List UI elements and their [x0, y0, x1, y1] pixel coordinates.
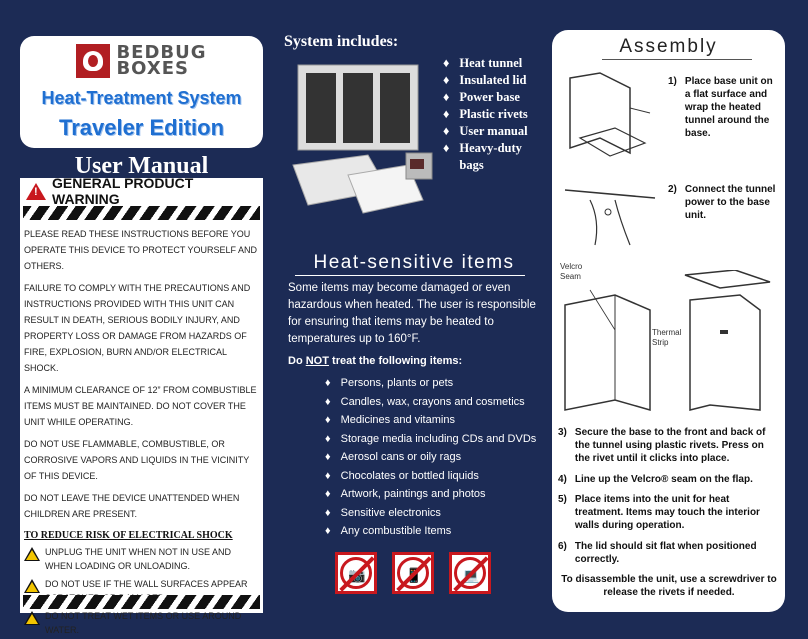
list-item: ♦Insulated lid — [443, 73, 527, 87]
assembly-step-6: 6)The lid should sit flat when positione… — [558, 541, 757, 565]
assembly-card: Assembly 1)Place base unit on a flat sur… — [552, 30, 785, 612]
warning-paragraphs: PLEASE READ THESE INSTRUCTIONS BEFORE YO… — [20, 226, 263, 522]
list-item: ♦Medicines and vitamins — [325, 414, 455, 426]
subtitle-heat-treatment: Heat-Treatment System — [41, 88, 242, 108]
list-item: ♦Chocolates or bottled liquids — [325, 469, 479, 482]
electrical-item: DO NOT TREAT WET ITEMS OR USE AROUND WAT… — [24, 609, 259, 637]
system-items-list: ♦Heat tunnel ♦Insulated lid ♦Power base … — [443, 55, 543, 174]
electrical-item-text: UNPLUG THE UNIT WHEN NOT IN USE AND WHEN… — [45, 547, 232, 571]
caution-icon — [24, 547, 40, 561]
list-item: ♦Heavy-duty bags — [443, 141, 522, 172]
list-item: ♦User manual — [443, 124, 528, 138]
hazard-stripe — [23, 206, 260, 220]
warning-paragraph: DO NOT LEAVE THE DEVICE UNATTENDED WHEN … — [24, 493, 240, 519]
heading-underline — [295, 275, 525, 276]
list-item: ♦Storage media including CDs and DVDs — [325, 432, 537, 445]
list-item: ♦Aerosol cans or oily rags — [325, 451, 462, 463]
do-not-heading: Do NOT treat the following items: — [288, 355, 463, 367]
warning-paragraph: A MINIMUM CLEARANCE OF 12” FROM COMBUSTI… — [24, 385, 257, 427]
warning-header: ! GENERAL PRODUCT WARNING — [20, 175, 263, 207]
list-item: ♦Any combustible Items — [325, 525, 452, 537]
list-item: ♦Artwork, paintings and photos — [325, 488, 486, 500]
step1-sketch — [569, 72, 651, 157]
bedbug-logo-icon — [76, 44, 111, 78]
heat-sensitive-heading: Heat-sensitive items — [313, 252, 515, 273]
electrical-shock-title: TO REDUCE RISK OF ELECTRICAL SHOCK — [24, 530, 233, 541]
list-item: ♦Power base — [443, 90, 520, 104]
no-laptop-icon: 💻 — [449, 552, 491, 594]
hazard-stripe — [23, 595, 260, 609]
warning-triangle-icon: ! — [26, 182, 46, 200]
caution-icon — [24, 611, 40, 625]
warning-paragraph: FAILURE TO COMPLY WITH THE PRECAUTIONS A… — [24, 283, 251, 373]
warning-title: GENERAL PRODUCT WARNING — [52, 175, 194, 207]
list-item: ♦Candles, wax, crayons and cosmetics — [325, 395, 525, 408]
warning-paragraph: DO NOT USE FLAMMABLE, COMBUSTIBLE, OR CO… — [24, 439, 250, 481]
velcro-seam-label: Velcro Seam — [560, 262, 583, 281]
caution-icon — [24, 579, 40, 593]
system-includes-heading: System includes: — [284, 33, 399, 50]
list-item: ♦Sensitive electronics — [325, 506, 441, 519]
assembly-step-4: 4)Line up the Velcro® seam on the flap. — [558, 474, 753, 485]
prohibition-signs: 📷 📱 💻 — [335, 552, 491, 594]
no-camera-icon: 📷 — [335, 552, 377, 594]
list-item: ♦Persons, plants or pets — [325, 377, 454, 389]
no-phone-icon: 📱 — [392, 552, 434, 594]
step3-sketch — [564, 270, 771, 411]
heading-underline — [602, 59, 752, 60]
logo: BEDBUG BOXES — [20, 44, 263, 78]
disassembly-note: To disassemble the unit, use a screwdriv… — [561, 574, 777, 598]
assembly-step-5: 5)Place items into the unit for heat tre… — [558, 494, 760, 531]
assembly-heading: Assembly — [619, 36, 718, 57]
electrical-item: UNPLUG THE UNIT WHEN NOT IN USE AND WHEN… — [24, 545, 259, 573]
assembly-step-3: 3)Secure the base to the front and back … — [558, 427, 766, 464]
assembly-step-2: 2)Connect the tunnel power to the base u… — [668, 184, 776, 221]
warning-paragraph: PLEASE READ THESE INSTRUCTIONS BEFORE YO… — [24, 229, 258, 271]
thermal-strip-label: Thermal Strip — [652, 328, 682, 347]
product-photo — [292, 64, 433, 214]
assembly-step-1: 1)Place base unit on a flat surface and … — [668, 76, 773, 139]
heat-sensitive-description: Some items may become damaged or even ha… — [288, 282, 536, 345]
subtitle-traveler-edition: Traveler Edition — [58, 115, 225, 140]
step2-sketch — [564, 189, 656, 246]
electrical-item-text: DO NOT TREAT WET ITEMS OR USE AROUND WAT… — [45, 611, 242, 635]
list-item: ♦Heat tunnel — [443, 56, 523, 70]
list-item: ♦Plastic rivets — [443, 107, 528, 121]
logo-card: BEDBUG BOXES Heat-Treatment System Trave… — [20, 36, 263, 148]
warning-box: ! GENERAL PRODUCT WARNING PLEASE READ TH… — [20, 175, 263, 635]
logo-wordmark: BEDBUG BOXES — [116, 42, 207, 79]
user-manual-heading: User Manual — [74, 153, 209, 179]
do-not-list: ♦Persons, plants or pets ♦Candles, wax, … — [325, 374, 545, 541]
